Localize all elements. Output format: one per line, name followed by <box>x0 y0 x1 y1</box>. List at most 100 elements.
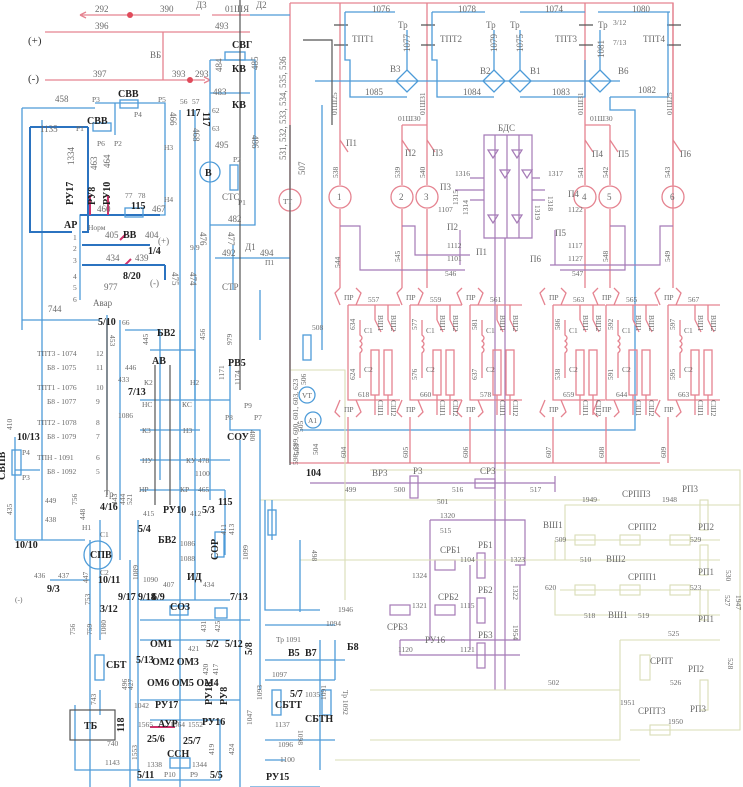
label-labels-w447: 447 <box>81 572 90 584</box>
label-banks-2-top: 561 <box>490 295 502 304</box>
label-labels-bv: ВВ <box>123 230 137 241</box>
label-labels-w547: 547 <box>572 269 584 278</box>
label-bank_labels-pr: ПР <box>549 405 559 414</box>
label-labels-om1: ОМ1 <box>150 639 172 650</box>
label-labels-vr3: ВР3 <box>372 468 388 478</box>
label-labels-id: ИД <box>187 572 202 583</box>
label-labels-trt: Тр <box>104 489 114 499</box>
label-labels-rv5: РВ5 <box>228 358 246 369</box>
label-labels-q6: П6 <box>530 254 541 264</box>
label-labels-w411: 411 <box>219 524 228 535</box>
label-labels-w743: 743 <box>89 694 98 706</box>
label-labels-b5: В5 <box>288 648 300 659</box>
label-labels-k2: К2 <box>144 378 153 387</box>
label-labels-vb: ВБ <box>150 50 161 60</box>
label-bank_labels-c1: С1 <box>622 326 631 335</box>
label-labels-w448: 448 <box>78 509 87 521</box>
label-labels-w1320: 1320 <box>440 511 455 520</box>
label-labels-w505: 505 <box>296 421 305 433</box>
label-labels-k3: К3 <box>142 426 151 435</box>
shunt-contacts <box>632 319 653 333</box>
label-labels-w620: 620 <box>545 583 557 592</box>
label-labels-w458: 458 <box>55 94 69 104</box>
label-labels-w1079: 1079 <box>489 34 499 53</box>
label-labels-w425: 425 <box>213 621 222 633</box>
label-labels-w1097: 1097 <box>272 670 287 679</box>
label-labels-p4a: Р4 <box>134 110 142 119</box>
label-labels-h1: Н1 <box>82 523 91 532</box>
label-labels-minus3: (-) <box>15 595 23 604</box>
label-bank_labels-vsh1: ВШ1 <box>696 315 705 332</box>
label-labels-w518: 518 <box>584 611 596 620</box>
label-banks-3-top: 563 <box>573 295 585 304</box>
label-labels-tr1091: Тр 1091 <box>276 635 301 644</box>
label-labels-a1: A1 <box>308 416 317 425</box>
label-labels-sbtn: СБТН <box>305 714 333 725</box>
label-labels-w1321: 1321 <box>412 601 427 610</box>
label-bank_labels-vsh1: ВШ1 <box>581 315 590 332</box>
label-labels-n3: 3 <box>73 256 77 265</box>
label-labels-svv1: СВВ <box>118 89 139 100</box>
label-labels-w1101: 1101 <box>447 254 462 263</box>
label-labels-w1948: 1948 <box>662 495 677 504</box>
label-labels-n5: 5 <box>73 283 77 292</box>
label-labels-w1082: 1082 <box>638 85 656 95</box>
control-wires <box>14 14 345 787</box>
label-labels-gen_b: В <box>205 168 212 179</box>
label-labels-w510: 510 <box>580 555 592 564</box>
label-bank_labels-ssh1: СШ1 <box>634 400 643 417</box>
capacitor-banks <box>334 287 720 463</box>
label-bank_labels-ssh2: СШ2 <box>709 400 718 417</box>
label-labels-w446: 446 <box>125 363 137 372</box>
label-labels-w1171: 1171 <box>217 365 226 380</box>
label-labels-w539: 539 <box>393 167 402 179</box>
label-labels-rp1: РП1 <box>698 567 714 577</box>
label-labels-ru17: РУ17 <box>65 182 76 205</box>
label-labels-w390: 390 <box>160 4 174 14</box>
label-labels-t1011: 10/11 <box>98 575 120 586</box>
label-labels-w492: 492 <box>222 248 236 258</box>
label-bank_labels-c1: С1 <box>426 326 435 335</box>
label-labels-q2: П2 <box>447 222 458 232</box>
label-labels-p3a: Р3 <box>92 95 100 104</box>
label-labels-w549: 549 <box>663 251 672 263</box>
label-banks-2-bus: 606 <box>461 447 470 459</box>
label-labels-w515: 515 <box>440 526 452 535</box>
label-labels-rp1b: РП1 <box>698 614 714 624</box>
label-labels-i118: 118 <box>116 718 127 732</box>
label-labels-w407: 407 <box>163 580 175 589</box>
resistor-ssh2 <box>505 349 515 396</box>
label-labels-w1074: 1074 <box>545 4 564 14</box>
label-labels-w527: 527 <box>723 595 732 607</box>
label-labels-w1107: 1107 <box>438 205 453 214</box>
label-labels-w78: 78 <box>138 191 146 200</box>
label-labels-w503: 503 <box>292 444 301 456</box>
label-labels-w1035: 1035 <box>305 690 320 699</box>
label-labels-w507: 507 <box>297 161 307 175</box>
label-labels-w541: 541 <box>576 167 585 179</box>
label-labels-svg: СВГ <box>232 40 252 51</box>
label-labels-tr2: Тр <box>486 20 496 30</box>
label-labels-w1143: 1143 <box>105 758 120 767</box>
label-labels-w443: 443 <box>110 494 119 506</box>
label-labels-w531: 531, 532, 533, 534, 535, 536 <box>278 56 288 160</box>
label-labels-sor: СОР <box>210 539 221 560</box>
label-labels-w419: 419 <box>207 744 216 756</box>
label-labels-w466: 466 <box>168 112 178 126</box>
label-labels-ns: НС <box>142 400 152 409</box>
label-labels-w979: 979 <box>225 334 234 346</box>
label-labels-w484: 484 <box>214 58 224 72</box>
label-labels-pn12: 12 <box>96 349 104 358</box>
label-labels-p6a: Р6 <box>97 139 105 148</box>
label-labels-ru18: РУ18 <box>204 682 215 705</box>
label-labels-w482: 482 <box>228 214 242 224</box>
label-labels-w292: 292 <box>95 4 109 14</box>
label-labels-w1334: 1334 <box>66 147 76 166</box>
label-banks-4-top: 565 <box>626 295 638 304</box>
label-bank_labels-pr: ПР <box>466 405 476 414</box>
label-labels-w433: 433 <box>118 375 130 384</box>
label-labels-ssn: ССН <box>167 749 189 760</box>
label-labels-t57: 5/7 <box>290 689 303 700</box>
